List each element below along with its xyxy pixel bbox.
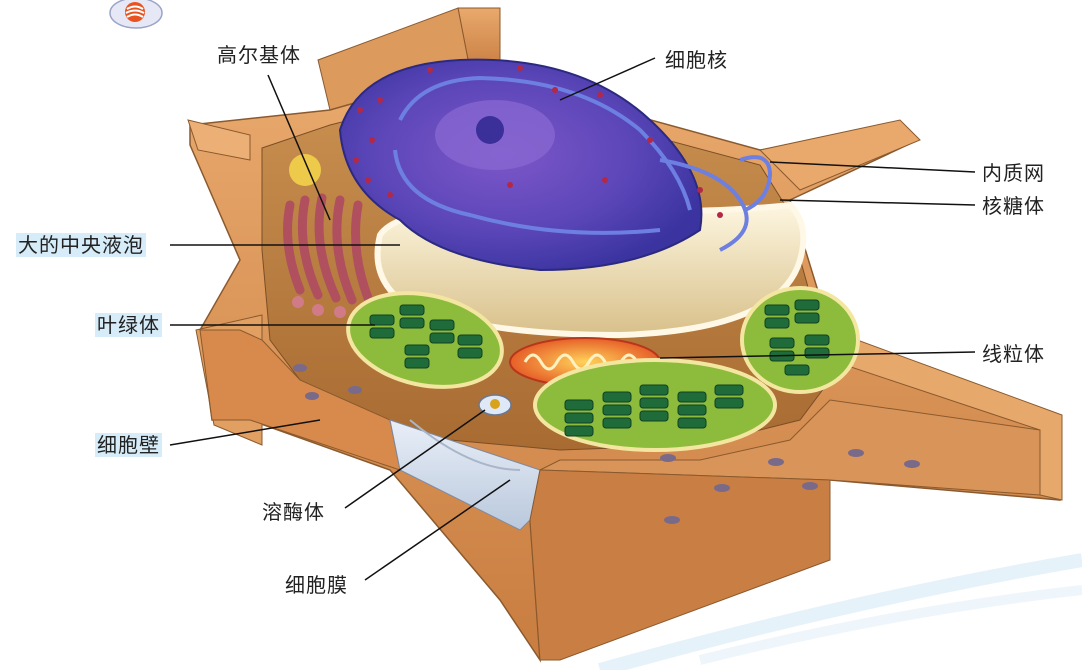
label-cell-membrane: 细胞膜 — [285, 573, 348, 597]
label-vacuole: 大的中央液泡 — [16, 233, 146, 257]
label-cell-wall: 细胞壁 — [95, 433, 162, 457]
chloroplast-center — [533, 358, 777, 452]
golgi-apparatus — [283, 193, 373, 305]
cell-wall-front — [199, 329, 401, 471]
lysosome — [478, 394, 512, 416]
label-ribosome: 核糖体 — [982, 194, 1045, 218]
leader-ribosome — [779, 199, 976, 206]
leader-golgi — [267, 74, 331, 221]
leader-mitochondrion — [659, 351, 976, 359]
chloroplast-left — [346, 291, 504, 389]
ribosomes — [353, 65, 723, 218]
leader-cell-membrane — [364, 479, 511, 581]
label-mitochondrion: 线粒体 — [982, 342, 1045, 366]
chloroplast-right — [740, 286, 860, 394]
leader-nucleus — [559, 57, 656, 101]
leader-lysosome — [344, 409, 486, 509]
endoplasmic-reticulum — [393, 75, 773, 252]
label-er: 内质网 — [982, 161, 1045, 185]
label-golgi: 高尔基体 — [217, 43, 301, 67]
leader-er — [769, 161, 976, 173]
label-lysosome: 溶酶体 — [262, 500, 325, 524]
leader-cell-wall — [169, 419, 321, 446]
label-nucleus: 细胞核 — [665, 48, 728, 72]
label-chloroplast: 叶绿体 — [95, 313, 162, 337]
presentation-logo-icon — [109, 0, 163, 29]
